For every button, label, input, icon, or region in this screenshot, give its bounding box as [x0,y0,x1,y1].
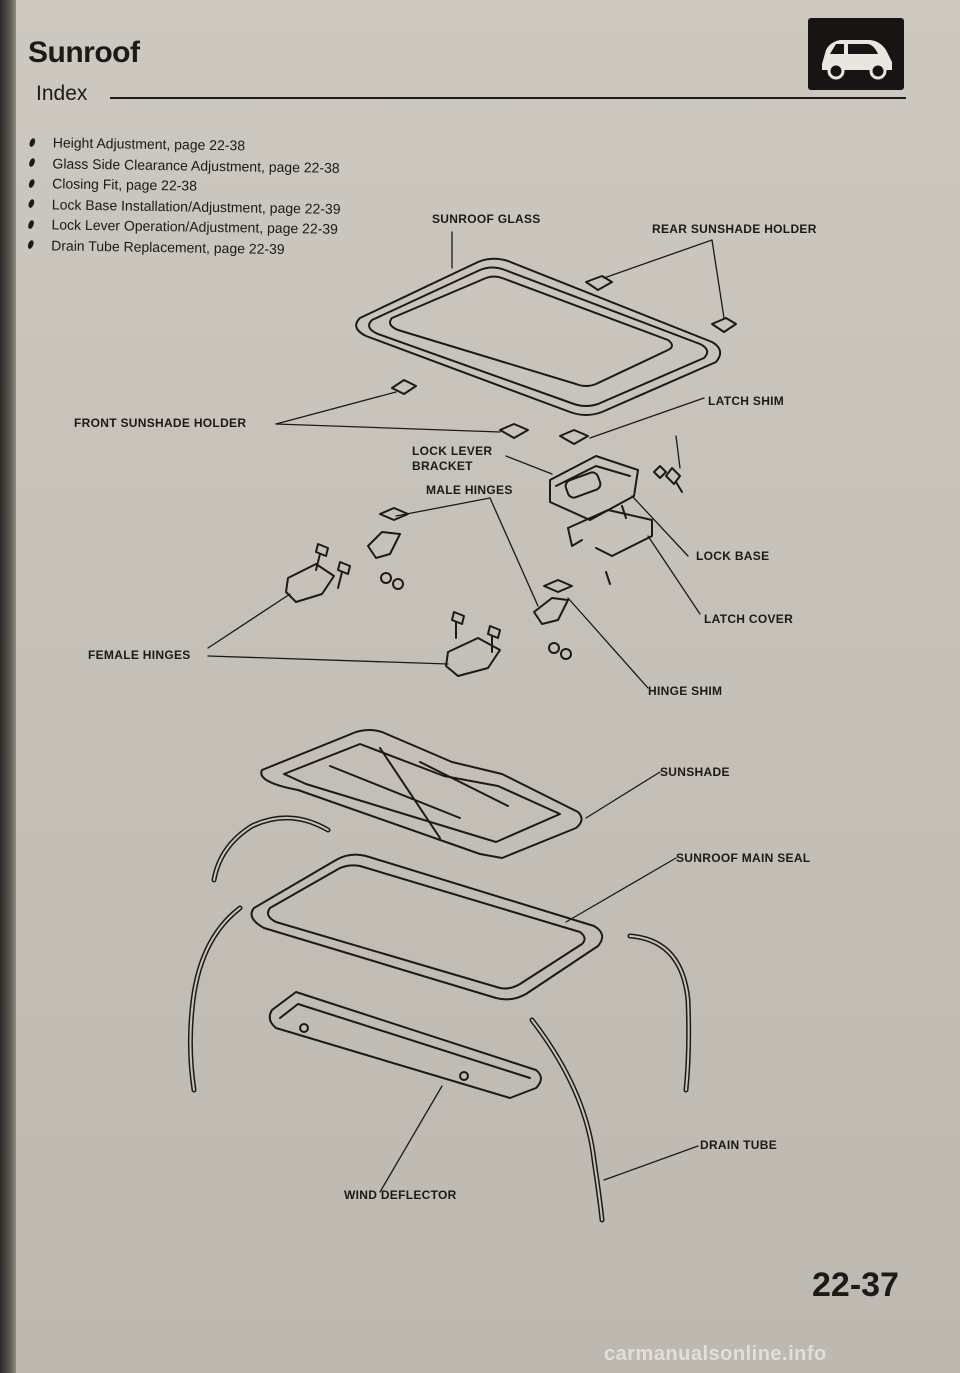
main-seal-part [250,853,604,1001]
callout-drain-tube: DRAIN TUBE [700,1138,777,1152]
callout-lock-base: LOCK BASE [696,549,770,563]
page-number: 22-37 [812,1266,899,1304]
page-binding [0,0,16,1373]
sunroof-glass-part [355,257,722,416]
callout-sunroof-main-seal: SUNROOF MAIN SEAL [676,851,811,865]
car-body-icon [808,18,904,90]
callout-male-hinges: MALE HINGES [426,483,513,497]
callout-lock-lever-bracket-line2: BRACKET [412,459,473,473]
header-rule [110,97,906,99]
hinge-parts [285,531,572,677]
callout-front-sunshade-holder: FRONT SUNSHADE HOLDER [74,416,247,430]
page-title: Sunroof [28,36,140,69]
callout-wind-deflector: WIND DEFLECTOR [344,1188,457,1202]
callout-female-hinges: FEMALE HINGES [88,648,191,662]
callout-sunshade: SUNSHADE [660,765,730,779]
section-subtitle: Index [36,82,88,105]
callout-sunroof-glass: SUNROOF GLASS [432,212,541,226]
callout-hinge-shim: HINGE SHIM [648,684,723,698]
drain-tubes-inner [189,817,690,1221]
callout-lock-lever-bracket: LOCK LEVER [412,444,493,458]
callout-latch-shim: LATCH SHIM [708,394,785,408]
leader-lines [207,231,725,1193]
watermark-text: carmanualsonline.info [604,1343,827,1365]
small-parts [379,275,737,593]
lock-base-part [549,455,683,585]
sunshade-part [260,729,583,859]
callout-latch-cover: LATCH COVER [704,612,794,626]
wind-deflector-part [268,991,542,1099]
callout-rear-sunshade-holder: REAR SUNSHADE HOLDER [652,222,817,236]
